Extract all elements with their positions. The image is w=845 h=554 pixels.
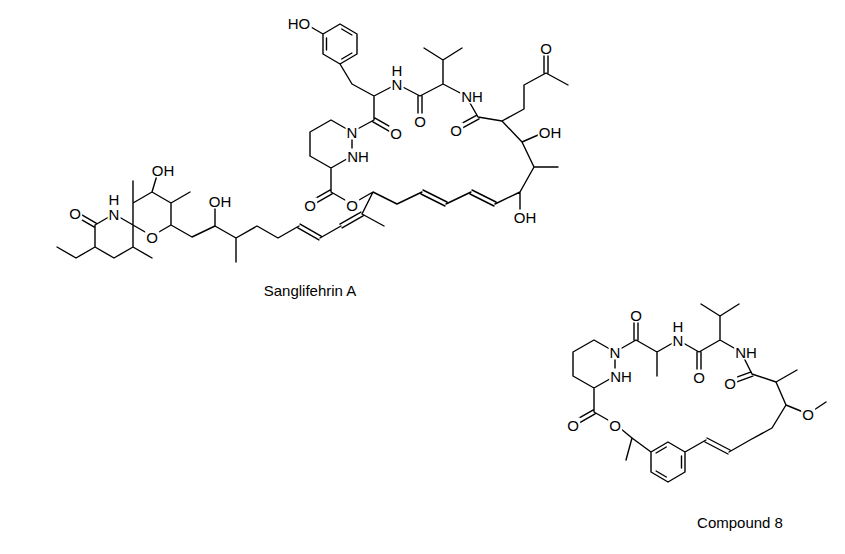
atom-label: NH bbox=[609, 369, 633, 384]
atom-label: HO bbox=[287, 16, 312, 31]
atom-label: N bbox=[391, 77, 404, 92]
compound-name: Sanglifehrin A bbox=[263, 283, 358, 298]
atom-label: NH bbox=[460, 89, 484, 104]
atom-label: OH bbox=[513, 210, 538, 225]
atom-label: O bbox=[692, 370, 706, 385]
atom-label: O bbox=[345, 198, 359, 213]
compound-name: Compound 8 bbox=[696, 515, 784, 530]
atom-label: OH bbox=[151, 163, 176, 178]
atom-label: O bbox=[449, 123, 463, 138]
atom-label: N bbox=[609, 345, 622, 360]
atom-label: H bbox=[672, 319, 685, 334]
atom-label: O bbox=[801, 407, 815, 422]
atom-label: O bbox=[608, 418, 622, 433]
atom-label: O bbox=[303, 198, 317, 213]
atom-label: O bbox=[723, 376, 737, 391]
atom-label: OH bbox=[538, 125, 563, 140]
atom-label: O bbox=[413, 114, 427, 129]
atom-label: NH bbox=[346, 149, 370, 164]
atom-label: H bbox=[391, 63, 404, 78]
atom-label: O bbox=[566, 418, 580, 433]
atom-label: O bbox=[539, 41, 553, 56]
atom-label: O bbox=[389, 126, 403, 141]
sanglifehrin-bonds bbox=[57, 23, 568, 262]
atom-label: N bbox=[672, 333, 685, 348]
atom-label: N bbox=[108, 207, 121, 222]
compound-bonds bbox=[572, 304, 826, 482]
atom-label: O bbox=[68, 206, 82, 221]
atom-label: H bbox=[108, 192, 121, 207]
atom-label: O bbox=[145, 230, 159, 245]
atom-label: O bbox=[629, 308, 643, 323]
atom-label: N bbox=[346, 125, 359, 140]
atom-label: NH bbox=[734, 345, 758, 360]
atom-label: OH bbox=[208, 194, 233, 209]
